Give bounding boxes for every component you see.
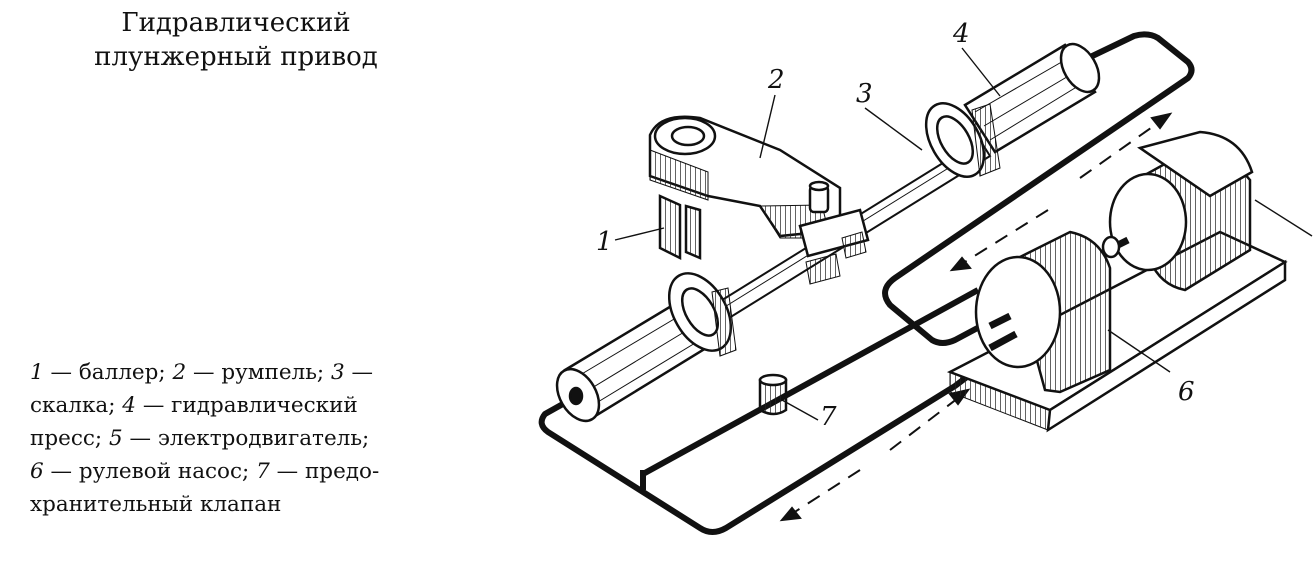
legend-text: — рулевой насос;: [43, 459, 257, 484]
press-cylinder-lower: [555, 272, 737, 423]
label-tiller: 2: [767, 65, 785, 95]
label-ram: 3: [856, 79, 873, 109]
steering-pump: [974, 230, 1112, 394]
label-pump: 6: [1178, 377, 1195, 407]
legend-number: 5: [108, 426, 123, 451]
parts-legend: 1 — баллер; 2 — румпель; 3 —скалка; 4 — …: [30, 356, 460, 521]
label-press: 4: [952, 19, 970, 49]
legend-text: — гидравлический: [135, 393, 358, 418]
legend-line: скалка; 4 — гидравлический: [30, 389, 460, 422]
legend-number: 2: [172, 360, 187, 385]
legend-text: — предо-: [269, 459, 380, 484]
leader-lines: [614, 47, 1313, 421]
safety-valve: [758, 373, 788, 416]
title-line-1: Гидравлический: [121, 8, 351, 38]
legend-line: 6 — рулевой насос; 7 — предо-: [30, 455, 460, 488]
legend-number: 3: [331, 360, 345, 385]
press-cylinder-upper: [924, 42, 1101, 178]
legend-text: —: [344, 360, 374, 385]
legend-line: 1 — баллер; 2 — румпель; 3 —: [30, 356, 460, 389]
legend-number: 6: [30, 459, 44, 484]
legend-text: скалка;: [30, 393, 123, 418]
legend-text: — электродвигатель;: [122, 426, 370, 451]
legend-text: хранительный клапан: [30, 492, 282, 517]
steering-gear-diagram: 1 2 3 4 6 7: [538, 19, 1313, 535]
legend-text: пресс;: [30, 426, 109, 451]
label-valve: 7: [820, 402, 837, 432]
legend-text: — румпель;: [186, 360, 331, 385]
legend-number: 1: [30, 360, 44, 385]
hydraulic-piping: [538, 31, 1195, 535]
legend-text: — баллер;: [43, 360, 173, 385]
tiller-assembly: [648, 115, 870, 285]
label-baller: 1: [596, 227, 613, 257]
legend-line: хранительный клапан: [30, 488, 460, 521]
legend-number: 7: [256, 459, 270, 484]
title-line-2: плунжерный привод: [94, 42, 378, 72]
legend-line: пресс; 5 — электродвигатель;: [30, 422, 460, 455]
electric-motor: [1101, 130, 1254, 292]
legend-number: 4: [122, 393, 136, 418]
page-title: Гидравлический плунжерный привод: [36, 6, 436, 74]
